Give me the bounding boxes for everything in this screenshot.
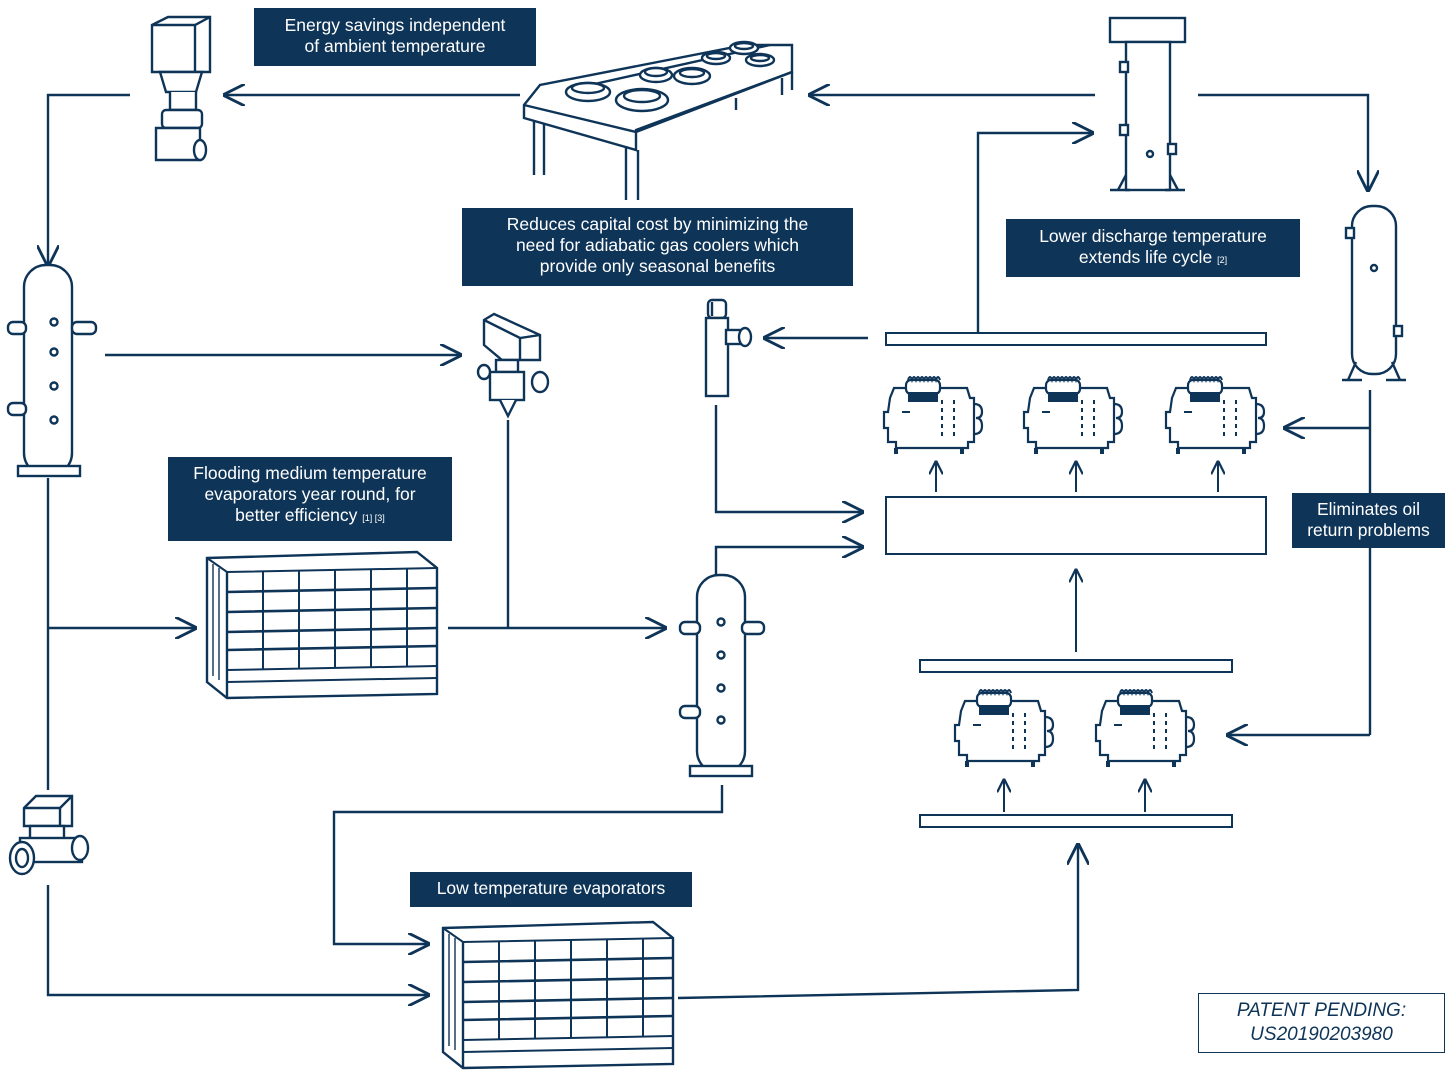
lt-discharge-manifold <box>919 659 1233 673</box>
lt-evaporator <box>441 920 675 1070</box>
solenoid-valve <box>8 794 90 876</box>
label-capital-cost: Reduces capital cost by minimizing the n… <box>462 208 853 286</box>
high-pressure-receiver <box>1108 16 1187 192</box>
expansion-valve <box>476 312 550 419</box>
label-oil-return: Eliminates oil return problems <box>1292 493 1445 548</box>
compressor-lt-2 <box>1094 688 1196 769</box>
label-energy-savings: Energy savings independent of ambient te… <box>254 8 536 66</box>
liquid-receiver <box>1342 204 1406 382</box>
gas-cooler <box>522 40 794 200</box>
suction-box <box>885 496 1267 555</box>
label-discharge-temp: Lower discharge temperature extends life… <box>1006 219 1300 277</box>
patent-line-1: PATENT PENDING: <box>1236 1000 1407 1021</box>
patent-line-2: US20190203980 <box>1250 1024 1393 1045</box>
label-low-temp: Low temperature evaporators <box>410 872 692 907</box>
patent-box: PATENT PENDING: US20190203980 <box>1198 993 1445 1053</box>
compressor-lt-1 <box>953 688 1055 769</box>
mt-evaporator <box>205 550 439 700</box>
compressor-mt-3 <box>1164 375 1266 456</box>
compressor-mt-1 <box>882 375 984 456</box>
compressor-mt-2 <box>1022 375 1124 456</box>
liquid-separator <box>678 573 766 778</box>
label-flooding: Flooding medium temperature evaporators … <box>168 457 452 541</box>
motorized-valve <box>150 15 212 162</box>
ejector-valve <box>704 298 753 398</box>
discharge-manifold <box>885 332 1267 346</box>
lt-suction-manifold <box>919 814 1233 828</box>
flash-tank-left <box>6 263 98 478</box>
